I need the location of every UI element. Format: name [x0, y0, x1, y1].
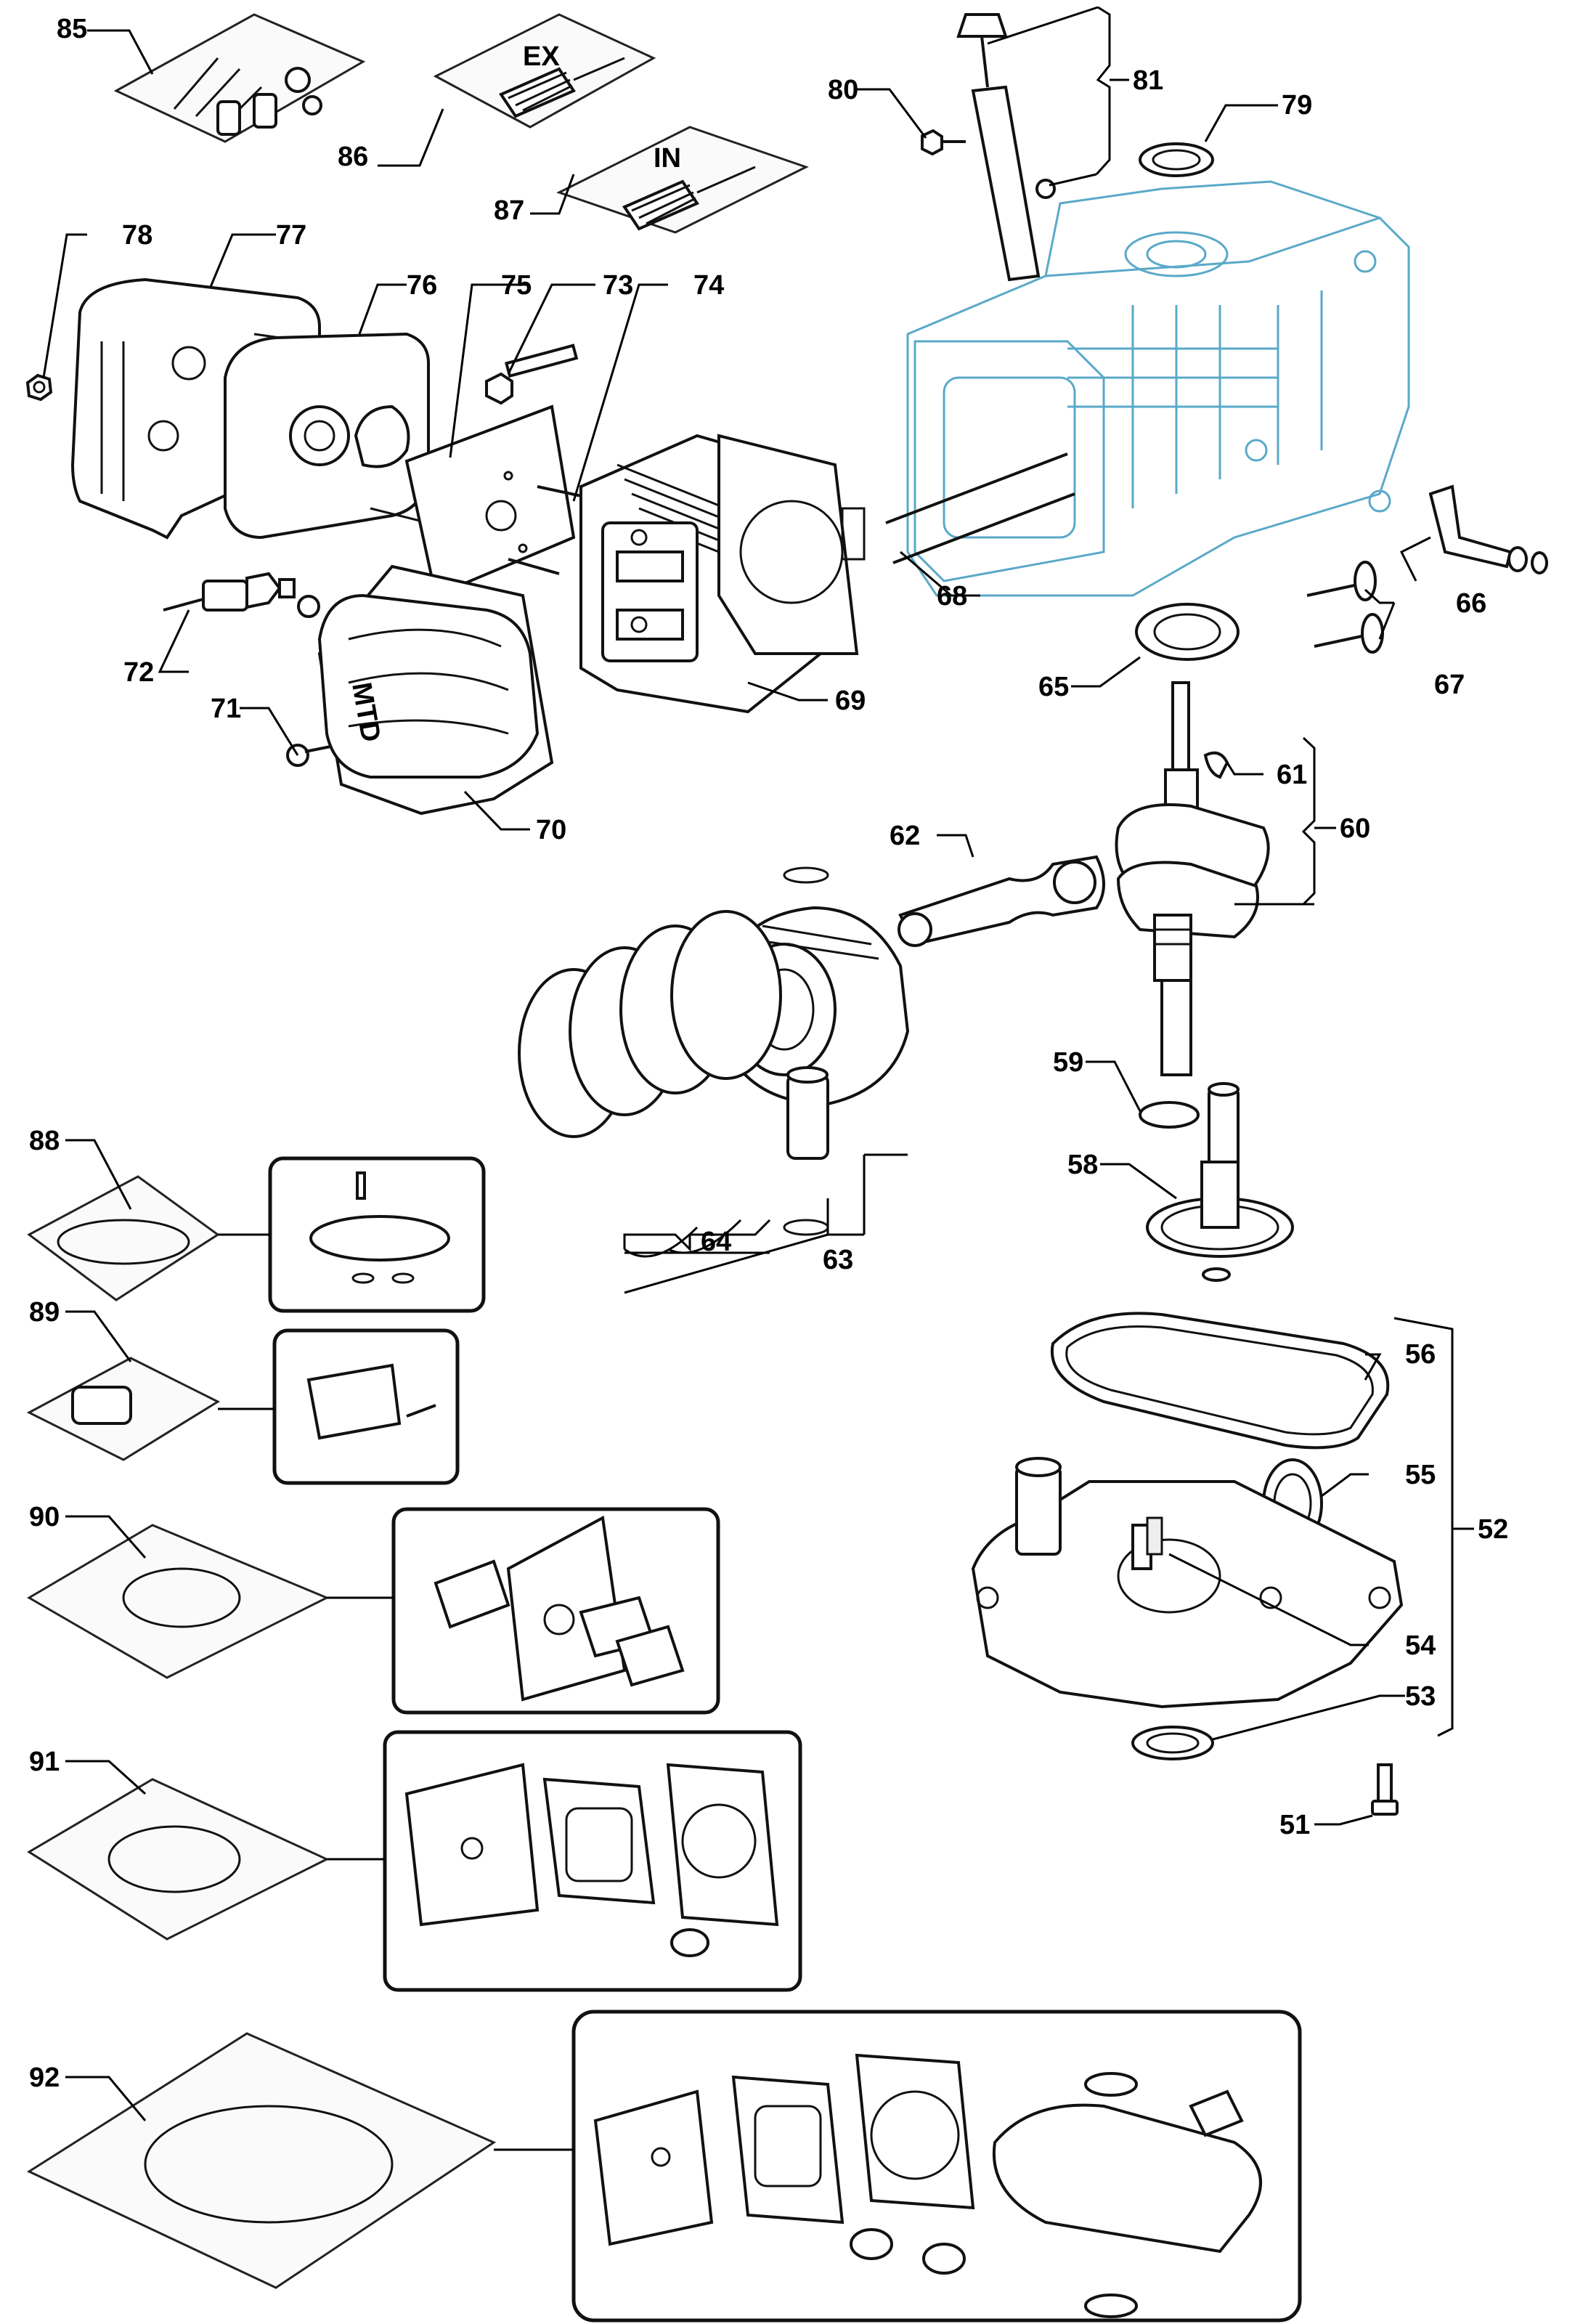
label-77: 77 — [276, 220, 306, 251]
part-69-head-gasket — [717, 434, 866, 655]
part-79-seal — [1139, 142, 1214, 177]
part-73-bolt — [485, 344, 579, 405]
label-63: 63 — [823, 1245, 853, 1275]
part-67-tappets — [1306, 561, 1384, 654]
label-85: 85 — [57, 14, 87, 44]
part-85-bag — [113, 13, 366, 143]
label-71: 71 — [211, 694, 241, 724]
label-55: 55 — [1405, 1460, 1436, 1490]
part-52-crankcase-cover — [971, 1457, 1404, 1709]
label-72: 72 — [123, 657, 154, 688]
engine-block-outline — [906, 180, 1410, 597]
part-70-valve-cover: MTD — [317, 564, 554, 816]
label-52: 52 — [1478, 1514, 1508, 1545]
label-64: 64 — [701, 1227, 731, 1257]
label-60: 60 — [1340, 813, 1370, 844]
part-64-piston-rings — [518, 910, 782, 1138]
part-60-crankshaft — [1115, 681, 1270, 1076]
label-88: 88 — [29, 1126, 60, 1156]
part-75-gasket — [404, 405, 576, 598]
label-90: 90 — [29, 1502, 60, 1532]
part-92-kit — [26, 2010, 1302, 2323]
label-65: 65 — [1038, 672, 1069, 702]
part-53-oil-seal — [1131, 1726, 1214, 1760]
label-62: 62 — [890, 821, 920, 851]
part-62-connecting-rod — [898, 855, 1105, 947]
label-70: 70 — [536, 815, 566, 845]
label-87: 87 — [494, 195, 524, 226]
label-56: 56 — [1405, 1339, 1436, 1370]
label-91: 91 — [29, 1747, 60, 1777]
part-89-kit — [26, 1328, 460, 1485]
label-59: 59 — [1053, 1047, 1083, 1078]
part-87-bag: IN — [556, 126, 809, 234]
part-78-nut — [25, 373, 53, 402]
intake-bag-mark: IN — [654, 143, 681, 174]
label-53: 53 — [1405, 1681, 1436, 1712]
label-66: 66 — [1456, 588, 1486, 619]
label-54: 54 — [1405, 1630, 1436, 1661]
part-56-crankcase-gasket — [1050, 1312, 1390, 1450]
label-86: 86 — [338, 142, 368, 172]
part-65-bearing — [1135, 603, 1240, 661]
label-78: 78 — [122, 220, 152, 251]
part-72-spark-plug — [163, 572, 296, 612]
label-51: 51 — [1279, 1810, 1310, 1840]
label-79: 79 — [1282, 90, 1312, 121]
part-54-oil-pump — [1146, 1516, 1163, 1556]
part-63-piston-pin — [786, 1066, 829, 1160]
label-61: 61 — [1277, 760, 1307, 790]
label-89: 89 — [29, 1297, 60, 1328]
part-66-governor-arm — [1428, 484, 1548, 574]
part-91-kit — [27, 1730, 802, 1992]
part-number-labels: 85 86 87 80 81 79 78 77 76 75 73 74 72 7… — [29, 14, 1508, 2093]
leader-lines — [42, 6, 1474, 2151]
part-81-dipstick — [956, 13, 1056, 282]
label-92: 92 — [29, 2063, 60, 2093]
label-76: 76 — [407, 270, 437, 301]
label-67: 67 — [1434, 670, 1465, 700]
label-75: 75 — [501, 270, 532, 301]
part-68-push-rods — [885, 452, 1075, 564]
part-80-bolt — [921, 129, 966, 156]
label-68: 68 — [937, 581, 967, 612]
label-58: 58 — [1067, 1150, 1098, 1180]
part-61-key — [1203, 751, 1229, 779]
label-69: 69 — [835, 686, 866, 716]
part-51-bolt — [1371, 1763, 1399, 1816]
part-59-washer — [1139, 1101, 1200, 1129]
label-74: 74 — [693, 270, 724, 301]
label-73: 73 — [603, 270, 633, 301]
label-81: 81 — [1133, 65, 1163, 96]
part-58-camshaft — [1146, 1082, 1294, 1282]
part-86-bag: EX — [433, 13, 656, 129]
exhaust-bag-mark: EX — [523, 41, 560, 72]
part-76-muffler — [224, 332, 430, 540]
part-90-kit — [27, 1507, 720, 1715]
label-80: 80 — [828, 75, 858, 105]
